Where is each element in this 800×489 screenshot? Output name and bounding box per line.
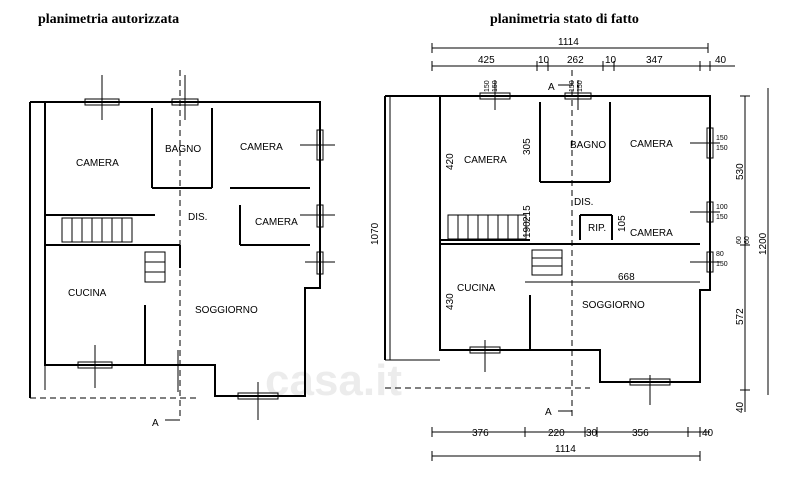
- dim-inner-668: 668: [618, 272, 635, 283]
- wl-right-3b: 150: [716, 261, 728, 268]
- dim-bottom-0: 376: [472, 428, 489, 439]
- right-outer-wall: [385, 95, 711, 383]
- dim-top-total: 1114: [558, 37, 579, 48]
- right-windows: [469, 80, 720, 405]
- right-room-camera1: CAMERA: [464, 155, 507, 166]
- plan-right: A A CAMERA BAGNO CAMERA DIS. RIP. CAMERA…: [370, 37, 769, 461]
- left-stairs: [61, 217, 166, 283]
- dim-top-4: 347: [646, 55, 663, 66]
- right-room-dis: DIS.: [574, 197, 593, 208]
- dim-right-total: 1200: [758, 232, 769, 255]
- dim-top-2: 262: [567, 55, 584, 66]
- left-section-label: A: [152, 418, 159, 429]
- watermark: casa.it: [265, 356, 402, 405]
- wl-right-3: 80: [716, 251, 724, 258]
- wl-top-1b: 150: [492, 80, 499, 92]
- dim-left-2: 215: [522, 205, 533, 222]
- dim-right-2: 40: [735, 401, 746, 413]
- left-room-camera1: CAMERA: [76, 158, 119, 169]
- right-room-soggiorno: SOGGIORNO: [582, 300, 645, 311]
- right-section-label-top: A: [548, 82, 555, 93]
- right-room-cucina: CUCINA: [457, 283, 496, 294]
- dim-bottom-3: 356: [632, 428, 649, 439]
- right-dims-right: 530 572 40 1200: [735, 88, 769, 413]
- dim-bottom-4: 40: [702, 428, 714, 439]
- left-windows: [77, 75, 335, 420]
- wl-right-4: 60: [736, 236, 743, 244]
- wl-right-4b: 60: [744, 236, 751, 244]
- dim-top-3: 10: [605, 55, 617, 66]
- right-dims-bottom: 376 220 30 356 40 1114: [431, 427, 714, 461]
- right-room-camera2: CAMERA: [630, 139, 673, 150]
- dim-bottom-2: 30: [586, 428, 598, 439]
- dim-top-0: 425: [478, 55, 495, 66]
- right-room-camera3: CAMERA: [630, 228, 673, 239]
- left-room-camera3: CAMERA: [255, 217, 298, 228]
- left-room-bagno: BAGNO: [165, 144, 201, 155]
- right-dims-top: 1114 425 10 262 10 347 40: [431, 37, 735, 71]
- dim-left-3: 190: [522, 221, 533, 238]
- left-room-dis: DIS.: [188, 212, 207, 223]
- dim-right-1: 572: [735, 308, 746, 325]
- wl-right-1: 150: [716, 135, 728, 142]
- dim-left-0: 420: [445, 153, 456, 170]
- dim-bottom-total: 1114: [555, 444, 576, 455]
- wl-top-1: 150: [484, 80, 491, 92]
- dim-bottom-1: 220: [548, 428, 565, 439]
- wl-top-2: 150: [569, 80, 576, 92]
- dim-top-1: 10: [538, 55, 550, 66]
- right-stairs: [447, 214, 563, 276]
- right-room-bagno: BAGNO: [570, 140, 606, 151]
- right-room-rip: RIP.: [588, 223, 606, 234]
- plan-right-title: planimetria stato di fatto: [490, 12, 639, 27]
- wl-right-2: 100: [716, 204, 728, 211]
- dim-left-1: 305: [522, 138, 533, 155]
- wl-top-2b: 150: [577, 80, 584, 92]
- left-outer-wall: [30, 101, 321, 397]
- left-room-camera2: CAMERA: [240, 142, 283, 153]
- right-window-labels: 150 150 150 150 150 150 100 150 80 150 6…: [484, 80, 751, 268]
- right-section-label-bottom: A: [545, 407, 552, 418]
- left-room-soggiorno: SOGGIORNO: [195, 305, 258, 316]
- plan-left: A CAMERA BAGNO CAMERA DIS. CAMERA CUCINA…: [29, 70, 335, 429]
- dim-left-4: 105: [617, 215, 628, 232]
- wl-right-2b: 150: [716, 214, 728, 221]
- left-room-cucina: CUCINA: [68, 288, 107, 299]
- dim-left-5: 430: [445, 293, 456, 310]
- wl-right-1b: 150: [716, 145, 728, 152]
- dim-right-0: 530: [735, 163, 746, 180]
- dim-top-5: 40: [715, 55, 727, 66]
- dim-left-total: 1070: [370, 222, 381, 245]
- plan-left-title: planimetria autorizzata: [38, 12, 180, 27]
- right-dims-left: 1070 420 305 215 190 105 430: [370, 96, 628, 360]
